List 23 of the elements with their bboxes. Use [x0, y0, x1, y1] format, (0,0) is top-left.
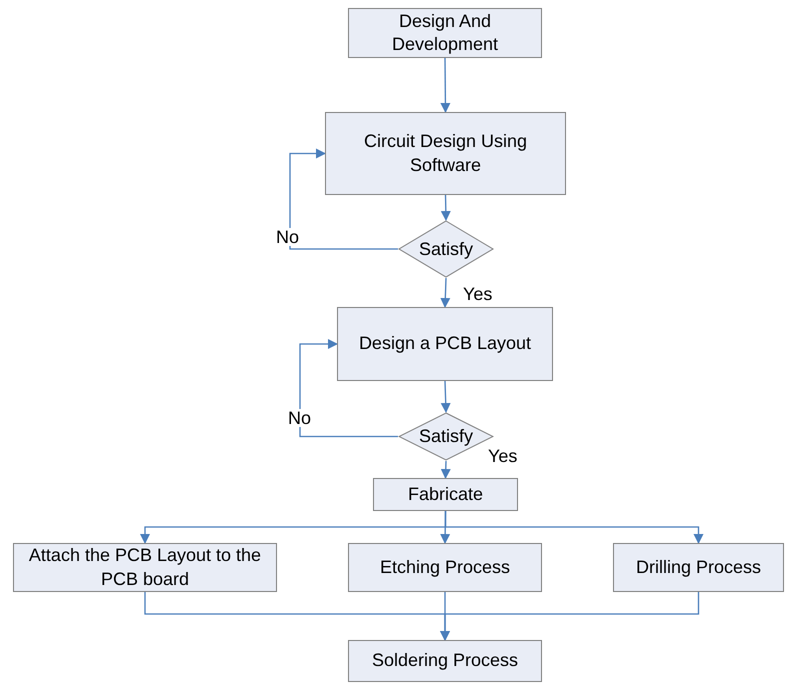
process-box: Attach the PCB Layout to the PCB board	[13, 543, 277, 592]
process-box: Design a PCB Layout	[337, 307, 553, 381]
process-box: Etching Process	[348, 543, 542, 592]
process-box: Design And Development	[348, 8, 542, 58]
edge-label: Yes	[462, 285, 494, 303]
process-box: Fabricate	[373, 478, 518, 511]
arrow	[444, 511, 704, 544]
process-box: Drilling Process	[613, 543, 784, 592]
edge-label: No	[287, 409, 312, 427]
process-box: Circuit Design Using Software	[325, 112, 566, 195]
arrow	[289, 148, 398, 250]
arrow	[440, 592, 700, 641]
arrow	[440, 460, 451, 479]
decision-text: Satisfy	[418, 238, 474, 260]
edge-label: No	[275, 228, 300, 246]
arrow	[440, 380, 451, 413]
arrow	[440, 278, 450, 308]
arrow	[440, 58, 450, 113]
process-box: Soldering Process	[348, 640, 542, 682]
decision-text: Satisfy	[418, 425, 474, 448]
arrow	[440, 194, 451, 221]
arrow	[299, 339, 398, 438]
edge-label: Yes	[487, 447, 518, 465]
